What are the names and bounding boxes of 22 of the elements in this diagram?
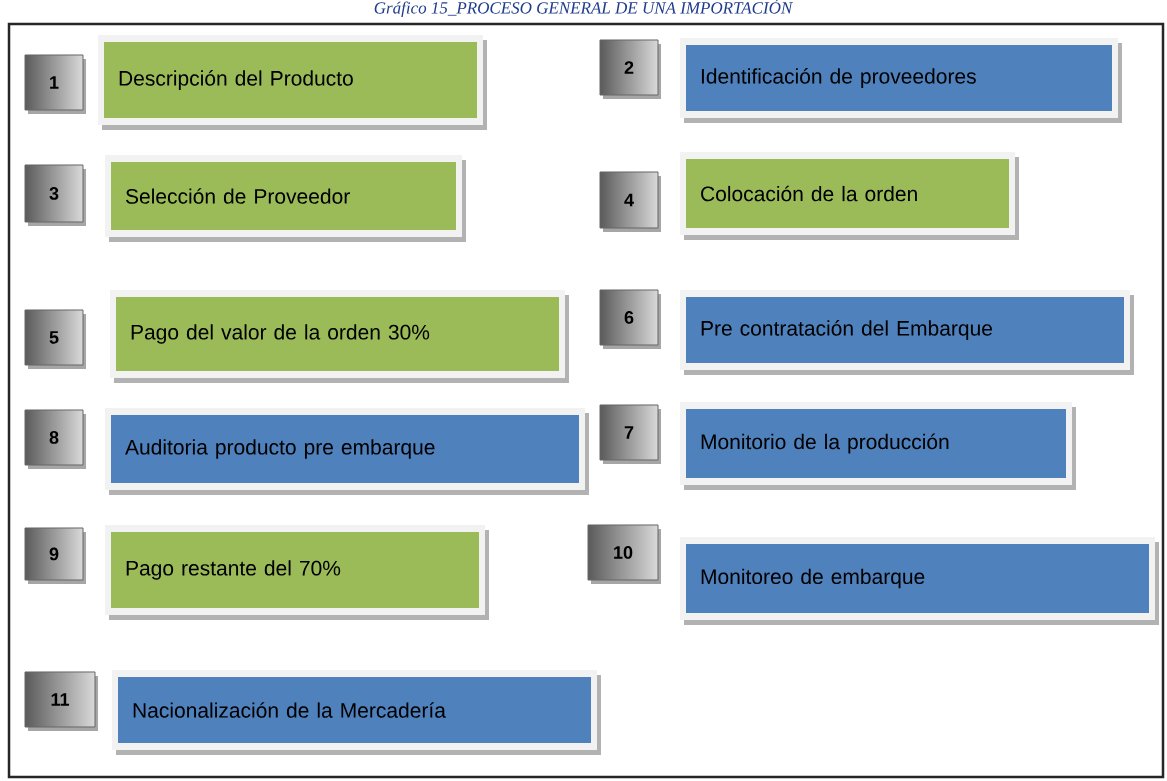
step-box: Descripción del Producto [98,35,487,130]
step-box: Monitorio de la producción [680,402,1076,490]
step-box: Pago restante del 70% [105,525,489,620]
step-box: Identificación de proveedores [680,38,1122,123]
step-box: Selección de Proveedor [105,155,466,242]
step-box: Pago del valor de la orden 30% [110,290,569,383]
number-badge: 5 [24,309,86,369]
number-badge: 2 [599,39,661,99]
number-badge: 8 [24,409,86,469]
step-box: Pre contratación del Embarque [680,290,1134,375]
step-box: Monitoreo de embarque [680,537,1159,625]
number-badge: 7 [599,404,661,464]
number-badge: 9 [24,527,86,584]
step-box: Colocación de la orden [680,152,1019,240]
number-badge: 6 [599,289,661,349]
number-badge: 1 [24,54,86,114]
number-badge: 3 [24,164,86,226]
number-badge: 4 [599,171,661,232]
step-box: Nacionalización de la Mercadería [112,670,601,755]
number-badge: 10 [587,524,661,584]
step-box: Auditoria producto pre embarque [105,408,589,495]
number-badge: 11 [24,671,98,731]
